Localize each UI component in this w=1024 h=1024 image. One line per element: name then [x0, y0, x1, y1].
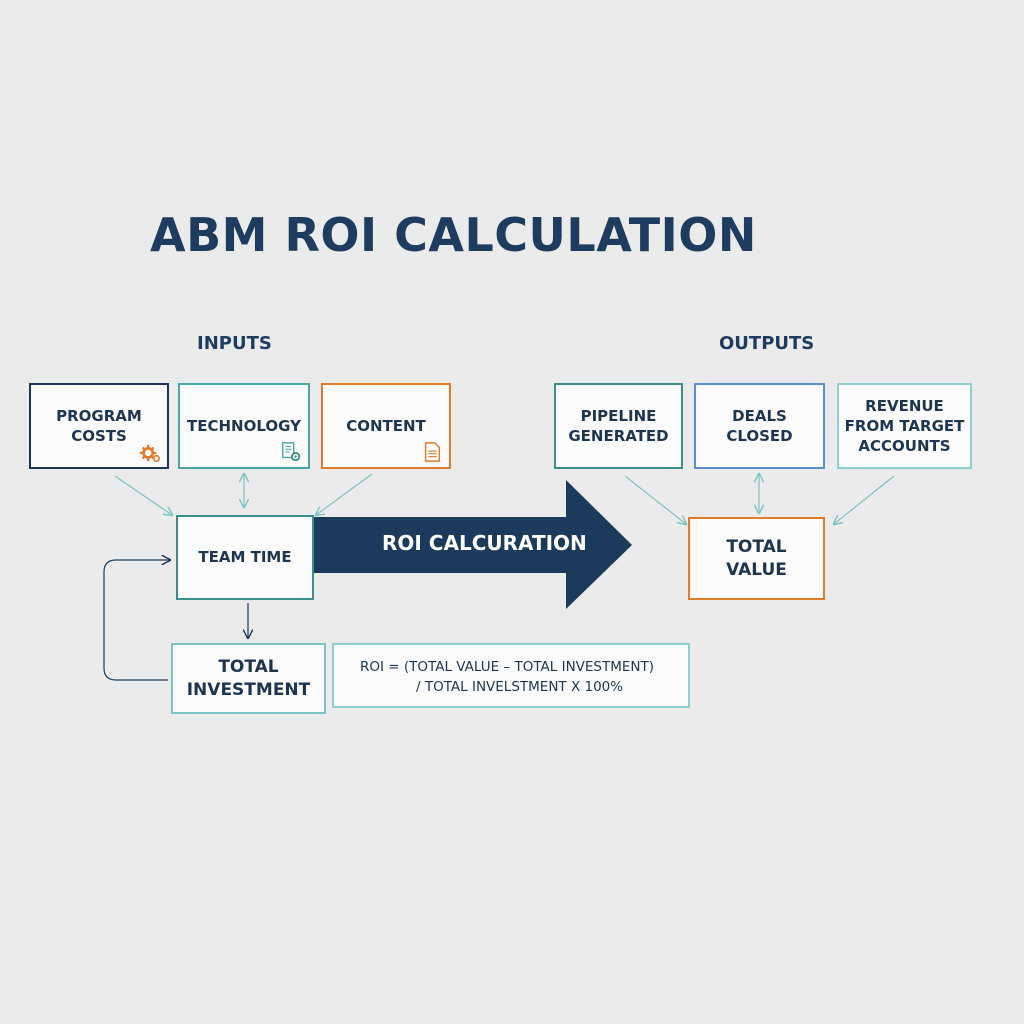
document-icon [424, 442, 441, 462]
roi-formula-line2: / TOTAL INVELSTMENT x 100% [416, 679, 624, 695]
roi-arrow-label: ROI CALCURATION [382, 531, 587, 555]
team-time-box[interactable]: TEAM TIME [176, 515, 314, 600]
connector-content [316, 473, 373, 515]
connector-program-costs [114, 475, 172, 515]
output-deals-closed[interactable]: DEALS CLOSED [694, 383, 825, 469]
document-gear-icon [282, 442, 301, 462]
roi-arrow-shape [314, 480, 632, 609]
input-technology[interactable]: TECHNOLOGY [178, 383, 310, 469]
team-time-label: TEAM TIME [198, 548, 292, 567]
input-program-costs-label: PROGRAM COSTS [56, 406, 142, 445]
total-investment-label: TOTAL INVESTMENT [186, 656, 311, 700]
input-program-costs[interactable]: PROGRAM COSTS [29, 383, 169, 469]
page-title: ABM ROI CALCULATION [150, 208, 757, 262]
output-pipeline-generated[interactable]: PIPELINE GENERATED [554, 383, 683, 469]
input-content[interactable]: CONTENT [321, 383, 451, 469]
roi-formula-box: ROI = (TOTAL VALUE – TOTAL INVESTMENT) /… [332, 643, 690, 708]
input-content-label: CONTENT [346, 416, 426, 435]
connector-pipeline [624, 475, 686, 524]
outputs-label: OUTPUTS [719, 333, 815, 354]
output-revenue-label: REVENUE FROM TARGET ACCOUNTS [844, 396, 965, 456]
connector-feedback-loop [103, 560, 170, 681]
total-investment-box[interactable]: TOTAL INVESTMENT [171, 643, 326, 714]
input-technology-label: TECHNOLOGY [187, 416, 301, 435]
total-value-label: TOTAL VALUE [726, 536, 787, 580]
connector-revenue [834, 475, 895, 524]
gear-icon [139, 444, 160, 462]
output-revenue[interactable]: REVENUE FROM TARGET ACCOUNTS [837, 383, 972, 469]
output-pipeline-generated-label: PIPELINE GENERATED [568, 406, 669, 445]
inputs-label: INPUTS [197, 333, 272, 354]
output-deals-closed-label: DEALS CLOSED [726, 406, 793, 445]
total-value-box[interactable]: TOTAL VALUE [688, 517, 825, 600]
roi-formula-line1: ROI = (TOTAL VALUE – TOTAL INVESTMENT) [360, 659, 655, 675]
